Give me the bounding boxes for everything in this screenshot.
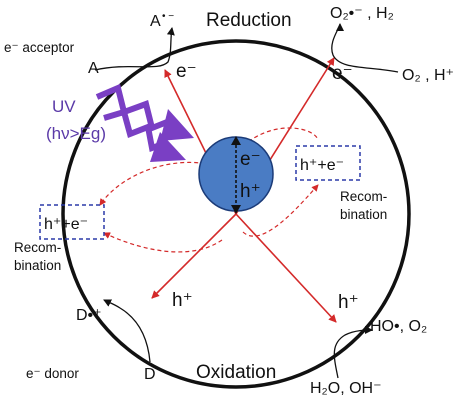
uv-label: UV <box>52 97 76 116</box>
recombination-label-left-1: Recom- <box>14 240 61 255</box>
donor-reaction-arrow <box>103 299 151 363</box>
hydroxyl-oxygen-label: HO•, O₂ <box>370 318 427 335</box>
electron-acceptor-label: e⁻ acceptor <box>4 40 75 55</box>
recombination-path-right-bottom <box>242 184 319 237</box>
recombination-path-left-top <box>99 161 213 206</box>
recombination-path-left-bottom <box>103 232 223 253</box>
donor-radical-label: D•⁺ <box>76 307 102 324</box>
electron-label-top-left: e⁻ <box>176 61 197 82</box>
hole-migration-arrow-left <box>151 213 237 299</box>
semiconductor-core <box>198 136 274 212</box>
oxygen-proton-label: O₂ , H⁺ <box>402 67 454 84</box>
core-arrow-down <box>231 205 241 214</box>
acceptor-radical-sup: • − <box>162 11 174 22</box>
hole-label-bottom-right: h⁺ <box>338 292 359 313</box>
oxidation-label: Oxidation <box>196 362 276 383</box>
recombination-label-right-2: bination <box>340 207 387 222</box>
oxygen-reaction-arrow <box>331 23 399 73</box>
core-hole-label: h⁺ <box>240 181 261 202</box>
electron-donor-label: e⁻ donor <box>26 366 79 381</box>
water-hydroxide-label: H₂O, OH⁻ <box>310 380 382 397</box>
pair-label-right: h⁺+e⁻ <box>300 157 344 174</box>
hole-migration-arrow-right <box>235 213 337 323</box>
superoxide-label: O₂•⁻ , H₂ <box>330 5 394 22</box>
recombination-label-left-2: bination <box>14 258 61 273</box>
particle-circle <box>61 39 411 389</box>
core-electron-label: e⁻ <box>240 149 261 170</box>
pair-label-left: h⁺+e⁻ <box>44 216 88 233</box>
recombination-label-right-1: Recom- <box>340 189 387 204</box>
hole-label-bottom-left: h⁺ <box>172 290 193 311</box>
electron-label-top-right: e⁻ <box>332 63 353 84</box>
acceptor-label: A <box>88 60 99 77</box>
core-arrow-up <box>231 136 241 145</box>
reduction-label: Reduction <box>206 10 292 31</box>
acceptor-reaction-arrow <box>94 27 175 71</box>
acceptor-radical-label: A <box>150 13 161 30</box>
water-reaction-arrow <box>333 326 373 379</box>
recombination-path-right-top <box>242 127 319 147</box>
uv-light-arrows <box>95 83 194 162</box>
pair-box-right <box>295 145 361 181</box>
donor-label: D <box>144 366 156 383</box>
uv-energy-label: (hν>Eg) <box>46 124 106 143</box>
pair-box-left <box>39 204 105 240</box>
